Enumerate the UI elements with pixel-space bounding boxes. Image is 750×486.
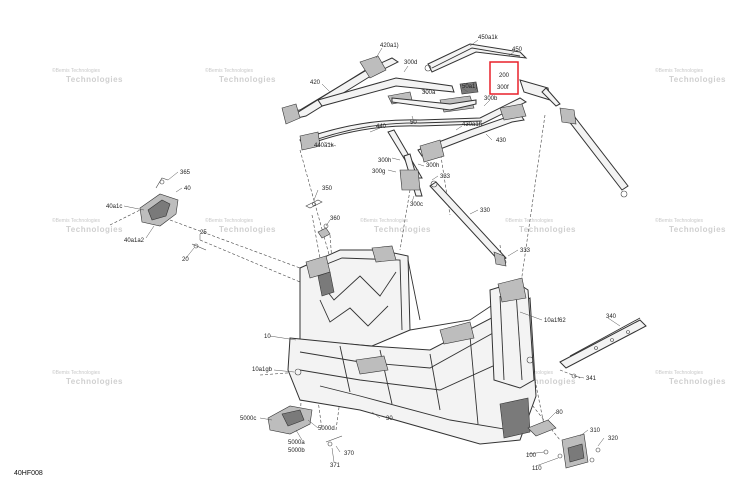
callout-50: 50 bbox=[410, 120, 417, 126]
callout-40: 40 bbox=[184, 186, 191, 192]
callout-5000d: 5000d bbox=[318, 426, 335, 432]
svg-text:Technologies: Technologies bbox=[669, 377, 726, 386]
svg-text:Technologies: Technologies bbox=[219, 225, 276, 234]
callout-330: 330 bbox=[480, 208, 491, 214]
svg-text:©Bemis Technologies: ©Bemis Technologies bbox=[505, 217, 554, 224]
svg-text:©Bemis Technologies: ©Bemis Technologies bbox=[360, 217, 409, 224]
small-parts bbox=[305, 199, 331, 239]
callout-50a1: 50a1) bbox=[462, 84, 477, 90]
svg-text:Technologies: Technologies bbox=[66, 377, 123, 386]
callout-430a1h: 430a1h bbox=[462, 122, 482, 128]
callout-360: 360 bbox=[330, 216, 341, 222]
callout-420: 420 bbox=[310, 80, 321, 86]
svg-text:©Bemis Technologies: ©Bemis Technologies bbox=[205, 217, 254, 224]
roof-assembly bbox=[281, 43, 629, 267]
callout-5000c: 5000c bbox=[240, 416, 256, 422]
callout-320: 320 bbox=[608, 436, 619, 442]
right-side-parts bbox=[527, 317, 647, 469]
svg-text:©Bemis Technologies: ©Bemis Technologies bbox=[52, 217, 101, 224]
callout-5000b: 5000b bbox=[288, 448, 305, 454]
highlight-box bbox=[489, 61, 519, 95]
callout-10: 10 bbox=[264, 334, 271, 340]
callout-340: 340 bbox=[606, 314, 617, 320]
svg-text:©Bemis Technologies: ©Bemis Technologies bbox=[205, 67, 254, 74]
callout-40a1a2: 40a1a2 bbox=[124, 238, 145, 244]
callout-5000a: 5000a bbox=[288, 440, 305, 446]
callout-365: 365 bbox=[180, 170, 191, 176]
callout-10a1f62: 10a1f62 bbox=[544, 318, 566, 324]
callout-25: 25 bbox=[200, 230, 207, 236]
svg-text:©Bemis Technologies: ©Bemis Technologies bbox=[655, 217, 704, 224]
leader-lines bbox=[123, 39, 621, 467]
callout-300f: 300f bbox=[497, 85, 509, 91]
callout-100: 100 bbox=[526, 453, 537, 459]
svg-text:©Bemis Technologies: ©Bemis Technologies bbox=[655, 67, 704, 74]
callout-350: 350 bbox=[322, 186, 333, 192]
svg-text:©Bemis Technologies: ©Bemis Technologies bbox=[655, 369, 704, 376]
callout-370: 370 bbox=[344, 451, 355, 457]
svg-text:Technologies: Technologies bbox=[66, 225, 123, 234]
callout-420a1: 420a1) bbox=[380, 43, 399, 49]
svg-text:Technologies: Technologies bbox=[219, 75, 276, 84]
callout-300d: 300d bbox=[404, 60, 417, 66]
callout-10a1gb: 10a1gb bbox=[252, 367, 273, 373]
callout-333: 333 bbox=[520, 248, 531, 254]
callout-80: 80 bbox=[556, 410, 563, 416]
callout-300h-top: 300h bbox=[378, 158, 391, 164]
callout-110: 110 bbox=[532, 466, 542, 472]
bottom-left-bracket bbox=[267, 405, 343, 447]
left-bracket-assembly bbox=[139, 177, 207, 251]
callout-430: 430 bbox=[496, 138, 507, 144]
callout-300g: 300g bbox=[372, 169, 385, 175]
callout-371: 371 bbox=[330, 463, 341, 469]
callout-200: 200 bbox=[499, 73, 510, 79]
callout-300h: 300h bbox=[426, 163, 439, 169]
callout-310: 310 bbox=[590, 428, 601, 434]
callout-333-top: 333 bbox=[440, 174, 451, 180]
svg-text:Technologies: Technologies bbox=[669, 225, 726, 234]
svg-text:Technologies: Technologies bbox=[519, 225, 576, 234]
callout-300b: 300b bbox=[484, 96, 498, 102]
callout-20: 20 bbox=[182, 257, 189, 263]
svg-text:Technologies: Technologies bbox=[669, 75, 726, 84]
callout-30: 30 bbox=[386, 416, 393, 422]
svg-text:Technologies: Technologies bbox=[374, 225, 431, 234]
callout-440a1k: 440a1k bbox=[314, 143, 335, 149]
main-frame bbox=[287, 245, 537, 445]
callout-300c: 300c bbox=[410, 202, 423, 208]
callout-450: 450 bbox=[512, 47, 523, 53]
drawing-code: 40HF008 bbox=[14, 470, 43, 477]
svg-text:©Bemis Technologies: ©Bemis Technologies bbox=[52, 369, 101, 376]
svg-text:Technologies: Technologies bbox=[66, 75, 123, 84]
callout-440: 440 bbox=[376, 124, 387, 130]
callout-labels: 420a1) 300d 420 450a1k 450 200 300f 300a… bbox=[106, 35, 619, 472]
callout-40a1c: 40a1c bbox=[106, 204, 122, 210]
svg-text:©Bemis Technologies: ©Bemis Technologies bbox=[52, 67, 101, 74]
callout-450a1k: 450a1k bbox=[478, 35, 499, 41]
svg-text:Technologies: Technologies bbox=[519, 377, 576, 386]
callout-341: 341 bbox=[586, 376, 597, 382]
callout-300a: 300a bbox=[422, 90, 436, 96]
